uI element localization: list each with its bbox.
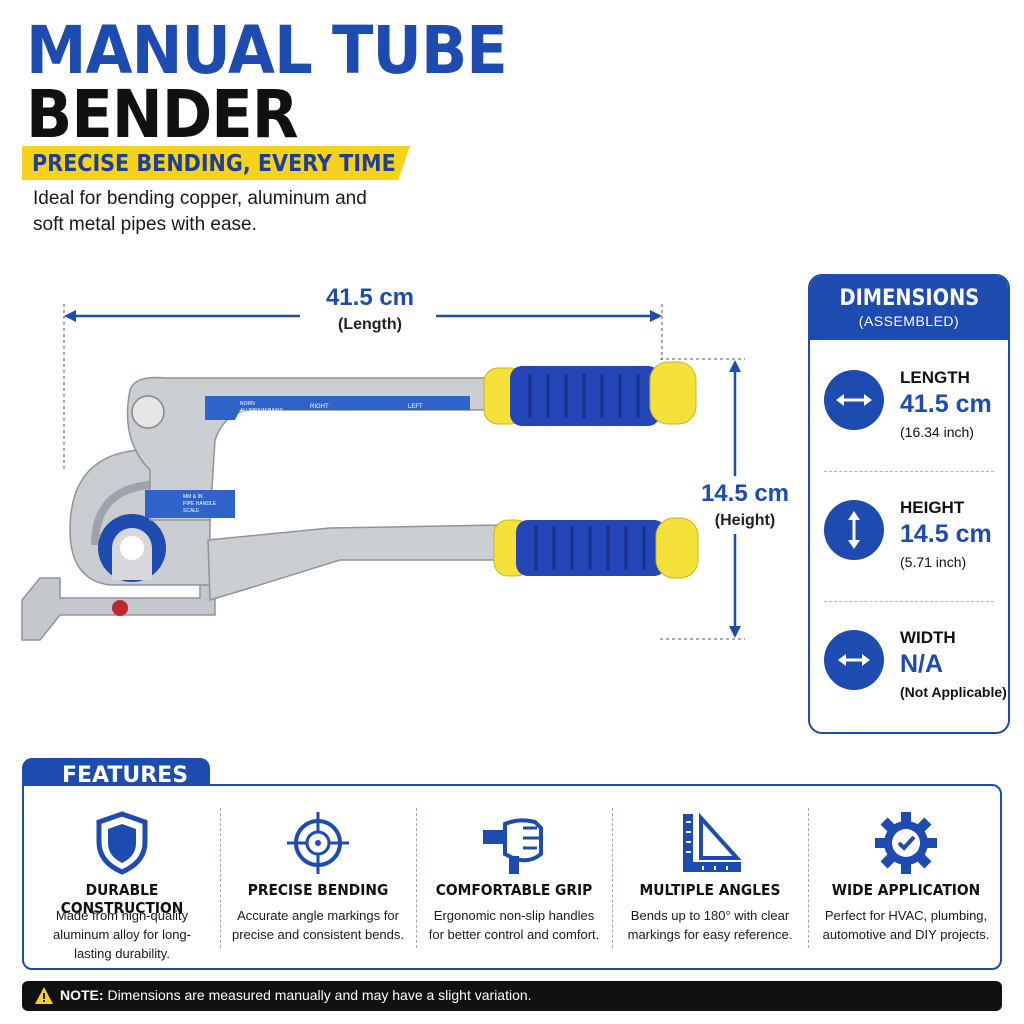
feature-title: WIDE APPLICATION (831, 881, 981, 899)
divider (824, 601, 994, 602)
dimension-sub: (5.71 inch) (900, 554, 967, 570)
shield-icon (96, 811, 148, 875)
dimension-row-length: LENGTH 41.5 cm (16.34 inch) (810, 340, 1008, 470)
note-bar: NOTE: Dimensions are measured manually a… (22, 981, 1002, 1011)
feature-desc: Ergonomic non-slip handles for better co… (428, 908, 600, 942)
feature-desc: Accurate angle markings for precise and … (232, 908, 404, 942)
warning-icon (35, 987, 53, 1004)
feature-grip: COMFORTABLE GRIP Ergonomic non-slip hand… (416, 786, 612, 968)
dimension-label: HEIGHT (900, 498, 965, 517)
plate-scale-1: MM & IN (183, 494, 203, 500)
divider (416, 808, 417, 948)
divider (808, 808, 809, 948)
crosshair-icon (287, 812, 349, 874)
features-box: DURABLE CONSTRUCTION Made from high-qual… (22, 784, 1002, 970)
divider (220, 808, 221, 948)
divider (612, 808, 613, 948)
dimension-sub: (16.34 inch) (900, 424, 974, 440)
feature-title: DURABLE CONSTRUCTION (60, 881, 184, 917)
dimensions-title: DIMENSIONS (839, 286, 979, 311)
length-callout-label: (Length) (338, 316, 402, 333)
feature-title: MULTIPLE ANGLES (639, 881, 781, 899)
dimensions-subtitle: (ASSEMBLED) (858, 313, 960, 329)
vertical-arrows-icon (824, 500, 884, 560)
height-callout-value: 14.5 cm (700, 480, 790, 507)
gear-check-icon (875, 812, 937, 874)
plate-right: RIGHT (310, 404, 329, 410)
dimension-label: WIDTH (900, 628, 956, 647)
feature-wide: WIDE APPLICATION Perfect for HVAC, plumb… (808, 786, 1004, 968)
divider (824, 471, 994, 472)
height-dimension-arrow (660, 358, 745, 640)
length-dimension-arrow (63, 304, 663, 470)
height-callout: 14.5 cm (Height) (690, 480, 800, 530)
feature-title: COMFORTABLE GRIP (435, 881, 593, 899)
horizontal-arrows-icon (824, 370, 884, 430)
title-line-1: MANUAL TUBE (26, 12, 508, 89)
plate-text-2: ALUMINUM BASIS (240, 408, 283, 414)
length-callout-value: 41.5 cm (325, 284, 415, 311)
feature-durable: DURABLE CONSTRUCTION Made from high-qual… (24, 786, 220, 968)
dimension-row-width: WIDTH N/A (Not Applicable) (810, 600, 1008, 730)
angle-ruler-icon (683, 812, 742, 872)
dimension-sub: (Not Applicable) (900, 684, 1007, 700)
dimension-value: 41.5 cm (900, 390, 992, 418)
tagline-banner: PRECISE BENDING, EVERY TIME (22, 146, 410, 180)
title-line-2: BENDER (26, 76, 299, 153)
feature-angles: MULTIPLE ANGLES Bends up to 180° with cl… (612, 786, 808, 968)
width-arrows-icon (824, 630, 884, 690)
plate-scale-2: PIPE HANDLE (183, 501, 217, 507)
length-callout: 41.5 cm (Length) (300, 284, 440, 334)
plate-scale-3: SCALE (183, 508, 200, 514)
feature-desc: Made from high-quality aluminum alloy fo… (52, 908, 191, 961)
dimension-row-height: HEIGHT 14.5 cm (5.71 inch) (810, 470, 1008, 600)
dimensions-header: DIMENSIONS (ASSEMBLED) (810, 276, 1008, 340)
plate-left: LEFT (408, 404, 423, 410)
note-label: NOTE: (60, 987, 108, 1003)
note-text: Dimensions are measured manually and may… (107, 987, 532, 1003)
dimension-label: LENGTH (900, 368, 970, 387)
product-description: Ideal for bending copper, aluminum and s… (33, 188, 367, 235)
height-callout-label: (Height) (714, 512, 776, 529)
hand-grip-icon (483, 818, 543, 874)
dimension-value: 14.5 cm (900, 520, 992, 548)
dimension-value: N/A (900, 650, 944, 678)
feature-title: PRECISE BENDING (247, 881, 389, 899)
feature-desc: Bends up to 180° with clear markings for… (627, 908, 793, 942)
tube-bender-illustration: NORN ALUMINUM BASIS RIGHT LEFT MM & IN P… (21, 304, 745, 641)
feature-desc: Perfect for HVAC, plumbing, automotive a… (822, 908, 990, 942)
plate-text-1: NORN (240, 401, 255, 407)
feature-precise: PRECISE BENDING Accurate angle markings … (220, 786, 416, 968)
tagline-text: PRECISE BENDING, EVERY TIME (32, 151, 396, 177)
dimensions-panel: DIMENSIONS (ASSEMBLED) LENGTH 41.5 cm (1… (808, 274, 1010, 734)
